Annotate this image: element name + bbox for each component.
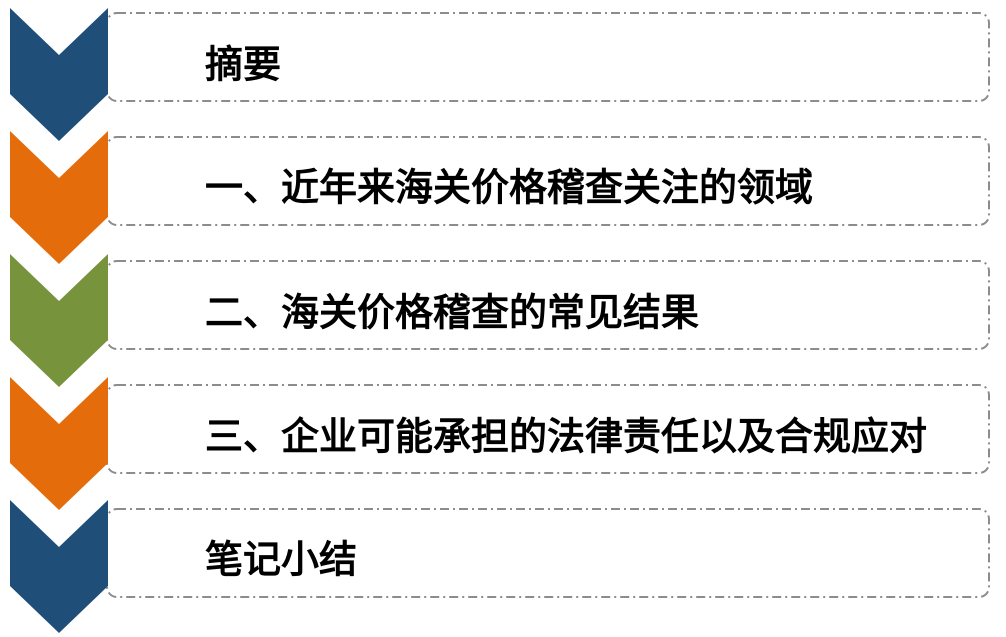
item-label: 摘要 — [205, 43, 281, 87]
chevron-icon — [10, 131, 108, 264]
item-label: 一、近年来海关价格稽查关注的领域 — [205, 166, 813, 210]
item-box — [106, 12, 990, 102]
item-label: 三、企业可能承担的法律责任以及合规应对 — [205, 415, 927, 459]
item-box — [106, 384, 990, 474]
chevron-icon — [10, 377, 108, 510]
list-item-summary: 摘要 — [10, 8, 990, 141]
item-box — [106, 136, 990, 226]
item-box — [106, 508, 990, 598]
list-item-section-2: 二、海关价格稽查的常见结果 — [10, 254, 990, 387]
chevron-icon — [10, 254, 108, 387]
list-item-section-3: 三、企业可能承担的法律责任以及合规应对 — [10, 377, 990, 510]
list-item-notes-summary: 笔记小结 — [10, 500, 990, 633]
item-box — [106, 260, 990, 350]
chevron-icon — [10, 500, 108, 633]
list-item-section-1: 一、近年来海关价格稽查关注的领域 — [10, 131, 990, 264]
item-label: 笔记小结 — [205, 538, 357, 582]
chevron-icon — [10, 8, 108, 141]
item-label: 二、海关价格稽查的常见结果 — [205, 291, 699, 335]
